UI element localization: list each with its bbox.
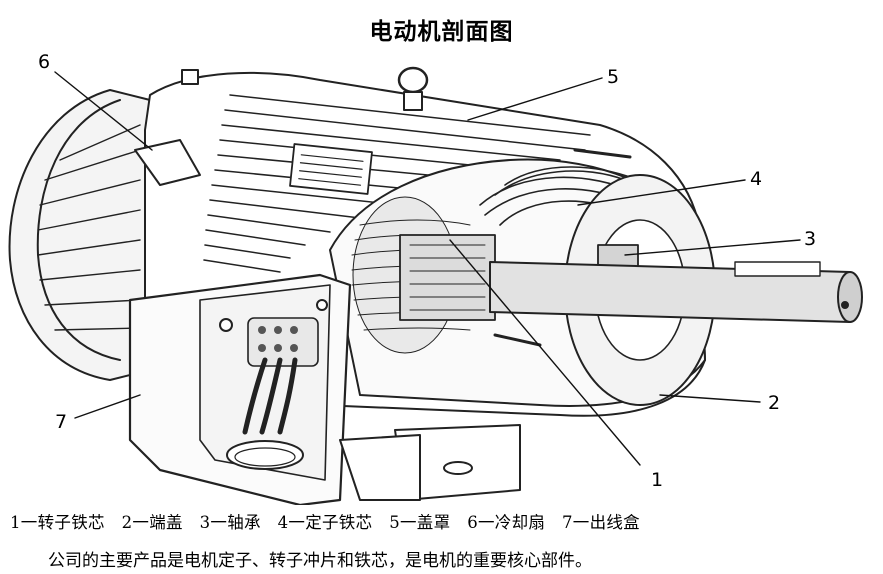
callout-4: 4	[750, 168, 762, 190]
fan-cover	[8, 89, 151, 381]
lifting-eye	[397, 66, 429, 111]
callout-7: 7	[55, 411, 67, 433]
motor-cutaway-illustration: 1 2 3 4 5 6 7	[8, 51, 863, 505]
top-bolt	[181, 69, 199, 85]
callout-3: 3	[804, 228, 816, 250]
terminal-box	[128, 273, 352, 505]
shroud-clip	[134, 139, 201, 186]
caption-note: 公司的主要产品是电机定子、转子冲片和铁芯，是电机的重要核心部件。	[48, 551, 592, 571]
diagram-title: 电动机剖面图	[369, 18, 514, 45]
callout-6: 6	[38, 51, 50, 73]
callout-5: 5	[607, 66, 619, 88]
parts-legend: 1一转子铁芯 2一端盖 3一轴承 4一定子铁芯 5一盖罩 6一冷却扇 7一出线盒	[10, 513, 640, 532]
callout-2: 2	[768, 392, 780, 414]
callout-lines	[54, 71, 801, 466]
callout-1: 1	[651, 469, 663, 491]
output-shaft	[489, 261, 863, 323]
mounting-foot-left	[339, 434, 421, 501]
rotor-core	[399, 234, 496, 321]
